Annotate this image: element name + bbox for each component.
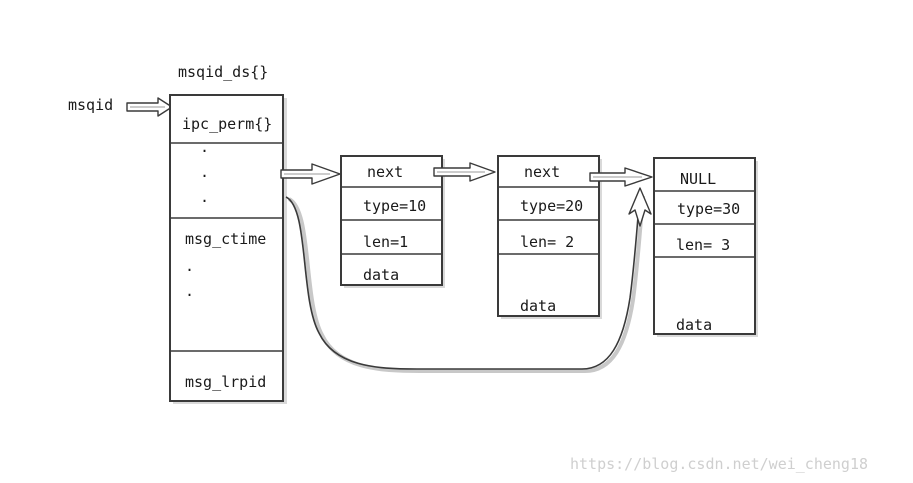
struct-title: msqid_ds{} [178, 63, 268, 81]
message-3-len: len= 3 [676, 236, 730, 254]
message-2-len: len= 2 [520, 233, 574, 251]
message-1-box: next type=10 len=1 data [340, 155, 445, 288]
message-2-next: next [524, 163, 560, 181]
msqid-label: msqid [68, 96, 113, 114]
field-msg-ctime: msg_ctime [185, 230, 266, 248]
msqid-ds-box: ipc_perm{} . . . msg_ctime . . msg_lrpid [169, 94, 287, 404]
message-3-type: type=30 [677, 200, 740, 218]
field-dot: . [200, 138, 209, 156]
message-1-next: next [367, 163, 403, 181]
field-dot: . [200, 163, 209, 181]
arrow-to-message-2 [433, 162, 496, 182]
arrow-to-message-3 [589, 167, 653, 187]
msqid-arrow [126, 97, 173, 117]
message-1-data: data [363, 266, 399, 284]
field-dot: . [185, 282, 194, 300]
last-message-pointer-curve [285, 187, 652, 373]
arrow-to-message-1 [280, 163, 341, 185]
field-dot: . [200, 188, 209, 206]
watermark: https://blog.csdn.net/wei_cheng18 [570, 455, 868, 473]
field-ipc-perm: ipc_perm{} [182, 115, 272, 133]
message-2-type: type=20 [520, 197, 583, 215]
message-3-next: NULL [680, 170, 716, 188]
message-3-box: NULL type=30 len= 3 data [653, 157, 758, 337]
message-2-data: data [520, 297, 556, 315]
field-dot: . [185, 257, 194, 275]
message-1-type: type=10 [363, 197, 426, 215]
message-1-len: len=1 [363, 233, 408, 251]
message-3-data: data [676, 316, 712, 334]
field-msg-lrpid: msg_lrpid [185, 373, 266, 391]
message-2-box: next type=20 len= 2 data [497, 155, 602, 319]
